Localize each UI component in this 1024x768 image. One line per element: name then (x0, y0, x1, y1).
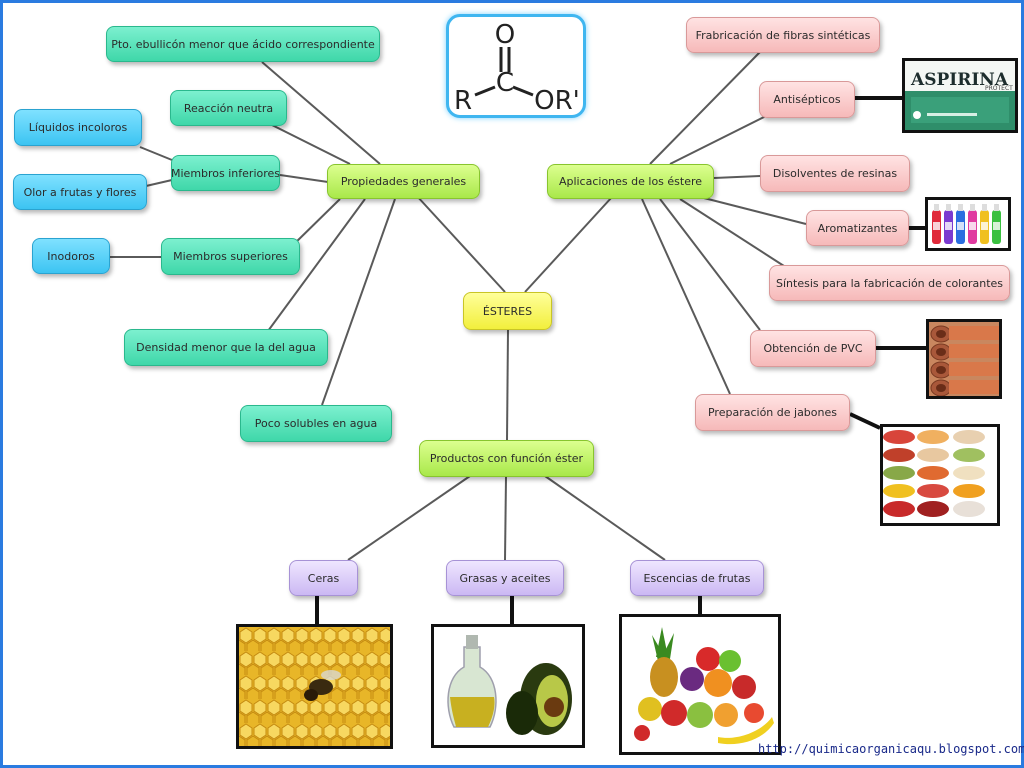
bee-icon (304, 670, 341, 701)
ester-formula-diagram: O C R OR' (454, 20, 580, 116)
formula-carbon: C (496, 68, 514, 98)
node-ebullicion[interactable]: Pto. ebullicón menor que ácido correspon… (106, 26, 380, 62)
node-disolventes[interactable]: Disolventes de resinas (760, 155, 910, 192)
link-jabones-image (849, 412, 881, 430)
line-apl-disolventes (713, 175, 761, 179)
node-productos[interactable]: Productos con función éster (419, 440, 594, 477)
node-densidad[interactable]: Densidad menor que la del agua (124, 329, 328, 366)
node-fibras-sinteticas[interactable]: Frabricación de fibras sintéticas (686, 17, 880, 53)
aspirina-sub: PROTECT (985, 85, 1013, 92)
node-reaccion-neutra[interactable]: Reacción neutra (170, 90, 287, 126)
line-inf-liquidos (139, 146, 173, 161)
aspirina-brand: ASPIRINA (910, 70, 1009, 90)
formula-oxygen: O (495, 20, 515, 50)
node-poco-solubles[interactable]: Poco solubles en agua (240, 405, 392, 442)
line-prop-ebullicion (261, 61, 381, 165)
node-escencias-frutas[interactable]: Escencias de frutas (630, 560, 764, 596)
line-prop-reaccion (271, 124, 351, 165)
line-prop-solubles (321, 198, 396, 406)
line-center-propiedades (415, 194, 506, 293)
center-node-esteres[interactable]: ÉSTERES (463, 292, 552, 330)
bottles-image (925, 197, 1011, 251)
line-prop-densidad (267, 198, 366, 332)
node-obtencion-pvc[interactable]: Obtención de PVC (750, 330, 876, 367)
line-prod-escencias (544, 475, 666, 561)
node-miembros-superiores[interactable]: Miembros superiores (161, 238, 300, 275)
line-apl-aromatizantes (699, 196, 807, 225)
node-propiedades-generales[interactable]: Propiedades generales (327, 164, 480, 199)
fruits-image (619, 614, 781, 755)
node-aplicaciones[interactable]: Aplicaciones de los éstere (547, 164, 714, 199)
node-aromatizantes[interactable]: Aromatizantes (806, 210, 909, 246)
line-prop-inferiores (279, 174, 329, 183)
node-ceras[interactable]: Ceras (289, 560, 358, 596)
line-apl-pvc (659, 198, 761, 331)
line-prop-superiores (289, 198, 341, 249)
ester-formula-box: O C R OR' (446, 14, 586, 118)
line-apl-jabones (641, 198, 731, 395)
node-grasas-aceites[interactable]: Grasas y aceites (446, 560, 564, 596)
soaps-image (880, 424, 1000, 526)
line-inf-olor (145, 179, 173, 187)
source-url-link[interactable]: http://quimicaorganicaqu.blogspot.com/ (758, 742, 1024, 756)
pvc-pipes-image (926, 319, 1002, 399)
line-apl-colorantes (679, 198, 785, 267)
formula-r: R (454, 86, 472, 115)
node-jabones[interactable]: Preparación de jabones (695, 394, 850, 431)
node-antisepticos[interactable]: Antisépticos (759, 81, 855, 118)
node-miembros-inferiores[interactable]: Miembros inferiores (171, 155, 280, 191)
line-apl-antisepticos (669, 115, 767, 165)
node-liquidos-incoloros[interactable]: Líquidos incoloros (14, 109, 142, 146)
formula-or: OR' (534, 86, 580, 115)
line-center-productos (506, 329, 509, 441)
line-apl-fibras (649, 51, 761, 165)
honeycomb-bee-image (236, 624, 393, 749)
line-center-aplicaciones (524, 196, 613, 293)
node-inodoros[interactable]: Inodoros (32, 238, 110, 274)
line-prod-ceras (347, 475, 471, 561)
node-colorantes[interactable]: Síntesis para la fabricación de colorant… (769, 265, 1010, 301)
line-prod-grasas (504, 476, 507, 561)
node-olor-frutas[interactable]: Olor a frutas y flores (13, 174, 147, 210)
olive-oil-avocado-image (431, 624, 585, 748)
aspirina-box-image: ASPIRINA PROTECT (902, 58, 1018, 133)
